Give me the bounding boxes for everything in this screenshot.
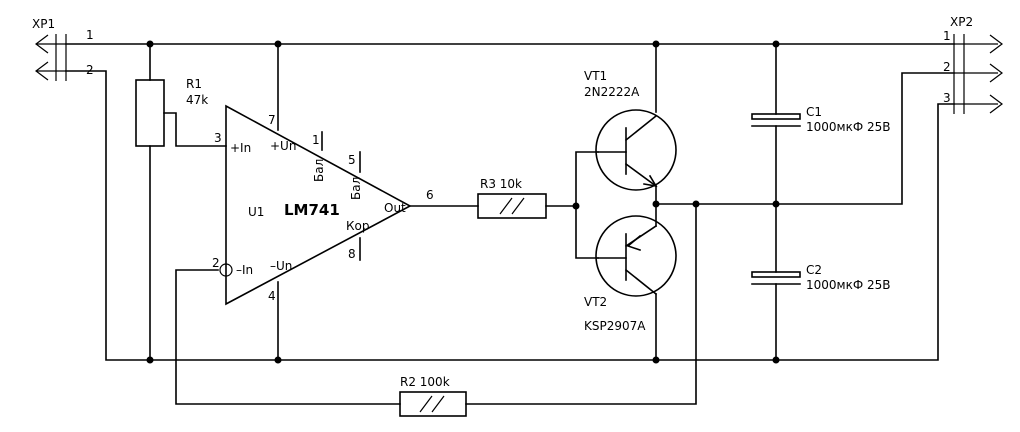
u1-vminus: –Un [270, 259, 292, 273]
c1-value: 1000мкФ 25В [806, 120, 891, 134]
npn-arrow-icon [643, 174, 658, 188]
u1-pin8: 8 [348, 247, 356, 261]
u1-pin6: 6 [426, 188, 434, 202]
xp2-pin1: 1 [943, 29, 951, 43]
u1-pin2: 2 [212, 256, 220, 270]
transistor-vt2: VT2 KSP2907A [584, 215, 677, 333]
opamp-u1: U1 LM741 3 +In 2 –In 7 +Un 4 –Un 1 Бал 5… [212, 104, 434, 306]
r1-name: R1 [186, 77, 202, 91]
c2-value: 1000мкФ 25В [806, 278, 891, 292]
u1-vplus: +Un [270, 139, 296, 153]
xp1-pin2: 2 [86, 63, 94, 77]
c2-name: C2 [806, 263, 822, 277]
xp2-arrow-icon [989, 34, 1003, 114]
c1-name: C1 [806, 105, 822, 119]
resistor-hatch-icon [499, 197, 525, 215]
vt2-part: KSP2907A [584, 319, 646, 333]
u1-in-minus: –In [236, 263, 253, 277]
junctions [146, 40, 780, 364]
u1-pin4: 4 [268, 289, 276, 303]
resistor-hatch-icon [419, 395, 445, 413]
r3-label: R3 10k [480, 177, 522, 191]
u1-out: Out [384, 201, 406, 215]
xp1-arrow-icon [35, 34, 49, 81]
connector-xp1: XP1 1 2 [32, 17, 94, 81]
u1-pin5: 5 [348, 153, 356, 167]
xp2-label: XP2 [950, 15, 973, 29]
connector-xp2: XP2 1 2 3 [943, 15, 1003, 114]
pnp-arrow-icon [626, 234, 642, 252]
transistor-vt1: VT1 2N2222A [584, 69, 677, 191]
xp2-pin3: 3 [943, 91, 951, 105]
inverting-bubble-icon [219, 263, 233, 277]
capacitor-c2: C2 1000мкФ 25В [751, 263, 891, 292]
u1-ref: U1 [248, 205, 264, 219]
u1-in-plus: +In [230, 141, 251, 155]
r2-label: R2 100k [400, 375, 450, 389]
u1-bal1: Бал [312, 159, 326, 182]
resistor-r1: R1 47k [135, 77, 208, 147]
u1-kor: Кор [346, 219, 369, 233]
u1-pin7: 7 [268, 113, 276, 127]
wires [65, 43, 955, 405]
u1-pin1: 1 [312, 133, 320, 147]
xp1-pin1: 1 [86, 28, 94, 42]
xp1-label: XP1 [32, 17, 55, 31]
resistor-r2: R2 100k [399, 375, 467, 417]
u1-part: LM741 [284, 201, 340, 219]
vt1-part: 2N2222A [584, 85, 640, 99]
u1-bal2: Бал [349, 177, 363, 200]
xp2-pin2: 2 [943, 60, 951, 74]
u1-pin3: 3 [214, 131, 222, 145]
vt2-name: VT2 [584, 295, 607, 309]
capacitor-c1: C1 1000мкФ 25В [751, 105, 891, 134]
vt1-name: VT1 [584, 69, 607, 83]
r1-value: 47k [186, 93, 208, 107]
resistor-r3: R3 10k [477, 177, 547, 219]
